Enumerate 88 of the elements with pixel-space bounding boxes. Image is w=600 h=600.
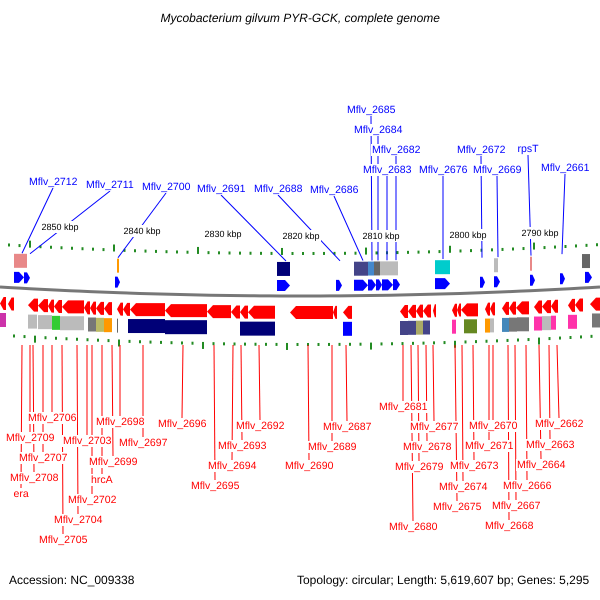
leader-line [432,344,434,422]
leader-line [86,344,88,436]
gene-label: hrcA [90,474,114,486]
gene-label: Mflv_2661 [540,162,590,174]
leader-line [308,344,310,460]
leader-line [496,176,498,258]
gene-label: Mflv_2674 [438,481,488,493]
gene-label: Mflv_2703 [62,435,112,447]
gene-label: Mflv_2702 [67,494,118,506]
leader-line [402,344,404,402]
leader-line [488,344,490,440]
leader-line [556,344,560,418]
leader-line [214,344,216,480]
leader-line [22,188,54,254]
scale-label: 2790 kbp [520,227,560,239]
gene-label: Mflv_2705 [38,534,88,546]
gene-label: Mflv_2673 [449,460,500,472]
gene-label: Mflv_2662 [534,418,584,430]
gene-label: Mflv_2697 [118,437,168,449]
gene-label: Mflv_2694 [207,460,258,472]
gene-label: Mflv_2680 [388,521,438,533]
leader-line [334,196,364,262]
leader-line [442,176,444,260]
leader-line [258,344,260,420]
gene-label: Mflv_2695 [190,480,240,492]
leader-line [548,344,550,440]
gene-label: Mflv_2663 [525,439,576,451]
gene-label: Mflv_2678 [402,441,452,453]
gene-label: Mflv_2685 [346,104,396,116]
leader-line [240,344,242,440]
gene-label: Mflv_2664 [516,459,566,471]
diagram-title: Mycobacterium gilvum PYR-GCK, complete genome [160,12,441,24]
scale-label: 2830 kbp [204,228,243,240]
leader-line [76,344,78,514]
leader-line [386,176,388,261]
gene-label: Mflv_2708 [9,472,60,484]
gene-label: Mflv_2682 [371,144,422,156]
gene-label: Mflv_2696 [157,418,208,430]
gene-label: Mflv_2671 [464,440,514,452]
leader-line [232,344,234,460]
gene-label: Mflv_2687 [322,421,372,433]
gene-label: Mflv_2706 [27,412,78,424]
gene-label: Mflv_2699 [88,456,138,468]
gene-label: Mflv_2672 [456,144,506,156]
gene-label: Mflv_2675 [432,501,482,513]
gene-label: Mflv_2698 [95,416,146,428]
genome-summary-text: Topology: circular; Length: 5,619,607 bp; Genes: 5,295 [296,574,590,586]
gene-label: Mflv_2666 [502,480,552,492]
gene-label: Mflv_2691 [196,183,246,195]
gene-label: Mflv_2700 [141,181,192,193]
leader-line [462,344,464,482]
leader-line [346,344,348,422]
gene-label: Mflv_2704 [53,514,104,526]
leader-line [182,344,184,418]
scale-label: 2810 kbp [362,230,401,242]
gene-label: Mflv_2676 [418,164,468,176]
gene-label: Mflv_2712 [28,176,78,188]
gene-label: Mflv_2692 [235,420,286,432]
scale-label: 2800 kbp [448,229,488,241]
leader-line [492,344,494,420]
leader-line [562,174,566,255]
leader-line [220,194,286,262]
gene-label: Mflv_2669 [472,164,522,176]
gene-label: Mflv_2684 [353,124,404,136]
gene-label: era [12,488,30,500]
gene-label: Mflv_2707 [18,452,68,464]
gene-label: Mflv_2709 [5,432,56,444]
scale-label: 2840 kbp [122,225,162,237]
gene-label: Mflv_2681 [378,401,428,413]
gene-label: Mflv_2670 [468,420,518,432]
gene-label: Mflv_2679 [394,461,444,473]
gene-label: Mflv_2689 [307,441,358,453]
gene-label: Mflv_2677 [409,421,460,433]
gene-label: Mflv_2686 [309,184,360,196]
scale-label: 2850 kbp [40,221,80,233]
gene-label: Mflv_2667 [491,500,542,512]
leader-line [528,154,532,256]
gene-label: rpsT [516,143,540,155]
leader-line [142,344,144,438]
gene-label: Mflv_2688 [253,183,304,195]
scale-label: 2820 kbp [282,230,321,242]
gene-label: Mflv_2693 [217,440,268,452]
accession-text: Accession: NC_009338 [8,574,136,586]
gene-label: Mflv_2683 [362,164,412,176]
gene-label: Mflv_2711 [85,179,135,191]
gene-label: Mflv_2668 [484,520,534,532]
leader-line [112,344,114,456]
gene-label: Mflv_2690 [284,460,334,472]
